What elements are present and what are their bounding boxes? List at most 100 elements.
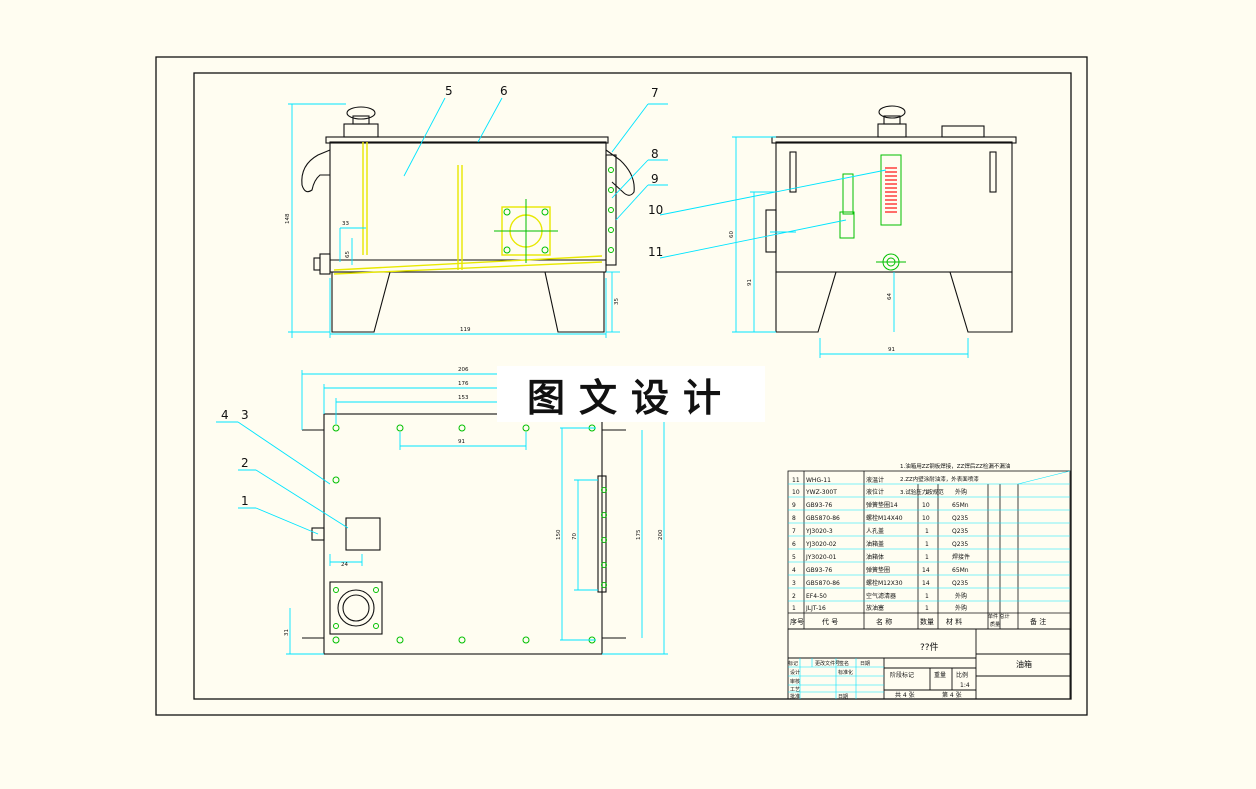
dim-top-r4: 200 [658,529,664,540]
balloon-7: 7 [651,86,659,100]
svg-text:外购: 外购 [955,604,967,612]
balloon-8: 8 [651,147,659,161]
side-leg-left [775,271,837,333]
drawing-frame [193,72,1072,700]
svg-text:液位计: 液位计 [866,488,884,496]
svg-text:YJ3020-02: YJ3020-02 [805,541,837,548]
svg-text:1: 1 [925,593,929,600]
svg-text:14: 14 [922,580,930,587]
dim-front-height: 148 [285,213,291,224]
svg-text:1:4: 1:4 [960,682,970,689]
header-mass: 质量 [990,621,1000,628]
header-name: 名 称 [876,617,892,626]
dim-front-d1: 33 [342,221,349,227]
svg-text:65Mn: 65Mn [952,567,969,574]
svg-text:Q235: Q235 [952,580,968,587]
filter-plan [345,517,381,551]
dim-top-r3: 175 [636,529,642,540]
svg-text:批准: 批准 [790,693,800,700]
svg-text:外购: 外购 [955,488,967,496]
svg-text:14: 14 [922,567,930,574]
svg-text:标记: 标记 [788,660,798,667]
svg-text:工艺: 工艺 [790,687,800,693]
dim-front-leg: 35 [614,298,620,305]
svg-text:1: 1 [792,605,796,612]
svg-text:GB93-76: GB93-76 [806,502,832,509]
notes-line-2: 2.ZZ内壁涂耐油漆，外表面喷漆 [900,475,979,483]
svg-text:1: 1 [925,541,929,548]
svg-text:空气滤清器: 空气滤清器 [866,592,896,600]
svg-text:2: 2 [792,593,796,600]
svg-text:第 4 张: 第 4 张 [942,691,962,699]
dim-side-h2: 91 [747,279,753,286]
svg-text:重量: 重量 [934,671,946,679]
svg-text:比例: 比例 [956,671,968,679]
side-dimensions [659,136,969,358]
svg-text:1: 1 [925,489,929,496]
dim-top-left: 31 [284,629,290,636]
front-view [301,106,635,333]
svg-text:油箱盖: 油箱盖 [866,540,884,548]
dimension-values: 119 148 35 33 65 60 91 64 91 206 176 153… [284,213,895,636]
balloon-9: 9 [651,172,659,186]
top-view [302,413,626,655]
thermometer [842,173,854,215]
dim-top-w1: 206 [458,367,469,373]
header-qty: 数量 [920,617,934,626]
svg-text:GB5870-86: GB5870-86 [806,515,840,522]
svg-text:GB93-76: GB93-76 [806,567,832,574]
svg-text:4: 4 [792,567,796,574]
svg-text:更改文件号: 更改文件号 [815,660,840,667]
balloon-6: 6 [500,84,508,98]
watermark-banner: 图文设计 [497,366,765,422]
tank-lid-front [325,136,609,144]
svg-text:10: 10 [792,489,800,496]
dim-side-h1: 60 [729,231,735,238]
svg-text:弹簧垫圈14: 弹簧垫圈14 [866,501,898,509]
right-leg [544,271,605,333]
svg-text:3: 3 [792,580,796,587]
balloon-11: 11 [648,245,663,259]
parts-list: 1.油箱用ZZ钢板焊接，ZZ焊后ZZ检漏不漏油 2.ZZ内壁涂耐油漆，外表面喷漆… [787,462,1071,630]
front-yellow-internals [333,142,603,275]
notes-line-1: 1.油箱用ZZ钢板焊接，ZZ焊后ZZ检漏不漏油 [900,462,1011,470]
svg-text:65Mn: 65Mn [952,502,969,509]
svg-text:11: 11 [792,477,800,484]
svg-text:人孔盖: 人孔盖 [866,527,884,535]
part-name: ??件 [920,641,939,653]
svg-text:标准化: 标准化 [838,669,853,676]
header-unit-total: 单件 总计 [988,613,1010,620]
svg-text:油箱体: 油箱体 [866,553,884,561]
side-view [765,105,1017,333]
balloon-2: 2 [241,456,249,470]
dim-side-bottom: 91 [888,347,895,353]
svg-text:8: 8 [792,515,796,522]
lifting-hook-right [605,149,635,196]
dim-front-width: 119 [460,327,471,333]
svg-text:Q235: Q235 [952,515,968,522]
svg-text:1: 1 [925,605,929,612]
notes-line-3: 3.试验压力按规范 [900,488,944,496]
balloon-10: 10 [648,203,663,217]
header-material: 材 料 [946,617,962,626]
svg-text:Q235: Q235 [952,528,968,535]
manhole-plan [329,581,383,635]
svg-text:设计: 设计 [790,669,800,676]
svg-text:签名: 签名 [839,660,849,667]
balloon-4: 4 [221,408,229,422]
svg-text:审核: 审核 [790,678,800,685]
drawing-name: 油箱 [1016,659,1032,669]
side-leg-right [949,271,1013,333]
dim-top-w2: 176 [458,381,469,387]
svg-text:1: 1 [925,528,929,535]
svg-text:弹簧垫圈: 弹簧垫圈 [866,566,890,574]
svg-text:YJ3020-3: YJ3020-3 [805,528,833,535]
front-dimensions [288,97,668,338]
svg-text:日期: 日期 [860,661,870,667]
balloon-labels: 5 6 7 8 9 10 11 4 3 2 1 [221,84,663,508]
balloon-1: 1 [241,494,249,508]
dim-top-mid: 91 [458,439,465,445]
filler-neck [343,123,379,138]
svg-text:液温计: 液温计 [866,476,884,484]
svg-text:螺栓M14X40: 螺栓M14X40 [866,514,903,522]
